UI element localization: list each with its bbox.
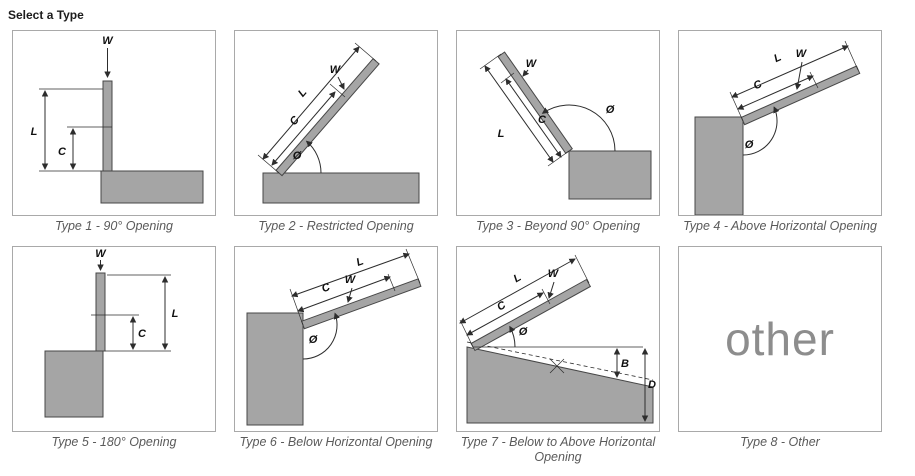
label-c: C	[58, 146, 67, 158]
label-angle: Ø	[519, 326, 528, 338]
frame-part	[246, 312, 304, 426]
other-text: other	[725, 313, 835, 365]
extension-lines	[257, 42, 377, 174]
frame-part	[568, 150, 652, 200]
l-dimension	[291, 252, 410, 298]
frame-part	[44, 350, 104, 418]
label-l: L	[512, 271, 524, 285]
type-7-box[interactable]: L C W Ø B D	[456, 246, 660, 432]
label-w: W	[330, 64, 342, 76]
label-c: C	[752, 78, 765, 93]
label-angle: Ø	[309, 334, 318, 346]
type-8-box[interactable]: other	[678, 246, 882, 432]
door-panel	[740, 65, 861, 126]
x-mark	[549, 358, 565, 374]
angle-arc	[509, 325, 516, 348]
type-selection-grid: W L C Type 1 - 90° Opening	[0, 30, 915, 465]
l-dimension	[731, 45, 849, 98]
c-dimension	[271, 91, 336, 166]
frame-part	[100, 170, 204, 204]
frame-part	[694, 116, 744, 215]
type-4-box[interactable]: L C W Ø	[678, 30, 882, 216]
label-w: W	[796, 48, 808, 60]
type-2-caption: Type 2 - Restricted Opening	[258, 219, 414, 233]
type-6-diagram: C L W Ø	[246, 248, 422, 426]
label-w: W	[345, 274, 357, 286]
label-d: D	[648, 379, 656, 391]
label-angle: Ø	[606, 104, 615, 116]
angle-arc	[541, 104, 616, 152]
angle-arc	[742, 106, 780, 156]
w-arrow	[522, 69, 530, 77]
label-l: L	[296, 86, 310, 99]
type-6-box[interactable]: C L W Ø	[234, 246, 438, 432]
w-arrow	[337, 76, 345, 90]
w-arrow	[346, 287, 353, 303]
w-arrow	[794, 61, 803, 90]
label-l: L	[31, 126, 38, 138]
type-3-diagram: L C W Ø	[479, 51, 652, 200]
type-8-tile[interactable]: other Type 8 - Other	[678, 246, 882, 465]
below-horizontal-dashed-line	[466, 341, 654, 381]
type-3-box[interactable]: L C W Ø	[456, 30, 660, 216]
type-3-caption: Type 3 - Beyond 90° Opening	[476, 219, 640, 233]
label-w: W	[95, 248, 107, 260]
type-8-caption: Type 8 - Other	[740, 435, 820, 449]
label-l: L	[772, 51, 783, 65]
label-l: L	[172, 308, 179, 320]
label-w: W	[526, 58, 538, 70]
label-b: B	[621, 358, 629, 370]
type-6-caption: Type 6 - Below Horizontal Opening	[239, 435, 433, 449]
type-7-tile[interactable]: L C W Ø B D Type 7 - Below to Above Hori…	[456, 246, 660, 465]
type-1-caption: Type 1 - 90° Opening	[54, 219, 174, 233]
label-c: C	[138, 328, 147, 340]
extension-lines	[91, 274, 171, 352]
sloped-frame-part	[466, 346, 654, 424]
page-title: Select a Type	[8, 8, 84, 22]
c-dimension	[466, 292, 544, 336]
type-6-tile[interactable]: C L W Ø Type 6 - Below Horizontal Openin…	[234, 246, 438, 465]
type-2-tile[interactable]: L C W Ø Type 2 - Restricted Opening	[234, 30, 438, 234]
c-dimension	[505, 78, 562, 158]
label-c: C	[320, 281, 333, 295]
angle-arc	[302, 312, 340, 360]
door-panel	[470, 278, 592, 352]
type-4-tile[interactable]: L C W Ø Type 4 - Above Horizontal Openin…	[678, 30, 882, 234]
label-angle: Ø	[293, 150, 302, 162]
type-5-caption: Type 5 - 180° Opening	[51, 435, 177, 449]
label-c: C	[538, 114, 547, 126]
type-1-tile[interactable]: W L C Type 1 - 90° Opening	[12, 30, 216, 234]
label-c: C	[495, 299, 509, 314]
type-5-box[interactable]: W L C	[12, 246, 216, 432]
label-angle: Ø	[745, 139, 754, 151]
type-4-diagram: L C W Ø	[694, 40, 861, 215]
type-4-caption: Type 4 - Above Horizontal Opening	[683, 219, 877, 233]
type-2-diagram: L C W Ø	[257, 42, 420, 204]
extension-lines	[39, 88, 112, 172]
label-l: L	[355, 255, 366, 269]
type-3-tile[interactable]: L C W Ø Type 3 - Beyond 90° Opening	[456, 30, 660, 234]
c-dimension	[737, 75, 814, 110]
type-7-diagram: L C W Ø B D	[459, 254, 656, 424]
type-2-box[interactable]: L C W Ø	[234, 30, 438, 216]
type-1-diagram: W L C	[31, 35, 204, 204]
door-panel	[102, 80, 113, 172]
w-arrow	[547, 281, 555, 299]
angle-arc	[305, 140, 322, 174]
label-l: L	[498, 128, 505, 140]
type-5-diagram: W L C	[44, 248, 179, 418]
door-panel	[95, 272, 106, 352]
label-w: W	[102, 35, 114, 47]
type-7-caption: Type 7 - Below to Above Horizontal Openi…	[460, 435, 656, 464]
type-1-box[interactable]: W L C	[12, 30, 216, 216]
type-5-tile[interactable]: W L C Type 5 - 180° Opening	[12, 246, 216, 465]
frame-part	[262, 172, 420, 204]
label-w: W	[548, 268, 560, 280]
